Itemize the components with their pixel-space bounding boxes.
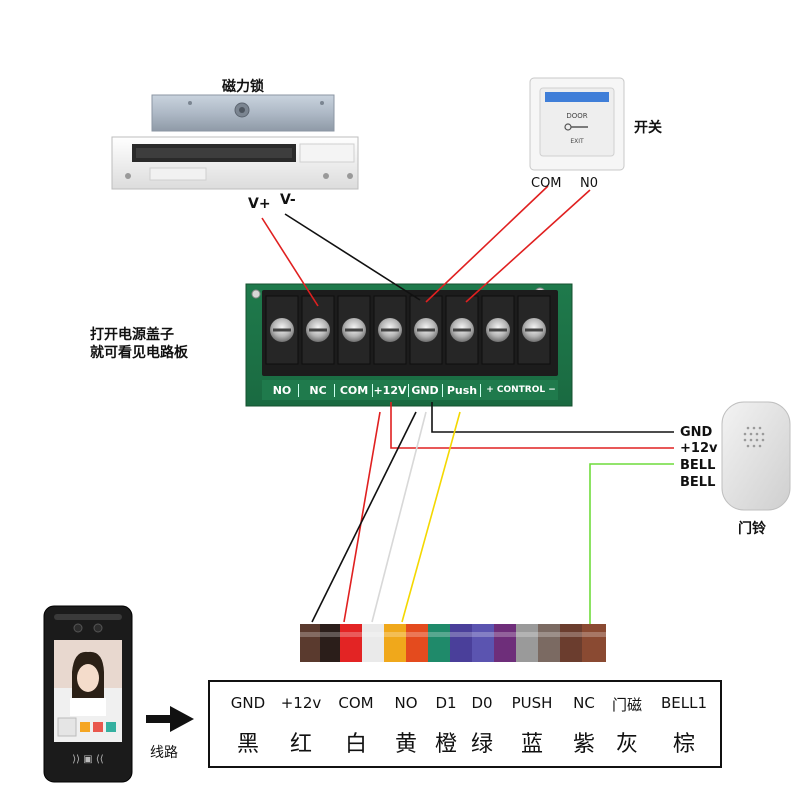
table-color: 黄 [394, 732, 417, 757]
table-header: D0 [471, 694, 493, 712]
table-header: NO [394, 694, 418, 712]
terminal-label-strip: NO NC COM +12V GND Push + CONTROL − [262, 382, 558, 400]
table-color: 白 [344, 732, 367, 757]
table-color: 黑 [236, 732, 259, 757]
switch-com-label: COM [531, 176, 562, 191]
terminal-push: Push [444, 384, 481, 397]
magnetic-lock-image [111, 94, 359, 190]
exit-switch-image: DOOR EXIT [529, 77, 625, 171]
table-color: 蓝 [520, 732, 543, 757]
face-terminal-image: ⟩⟩ ▣ ⟨⟨ [43, 605, 133, 783]
table-header: NC [573, 694, 595, 712]
doorbell-image [721, 401, 791, 511]
bell-pin-12v: +12v [680, 441, 718, 456]
terminal-no: NO [266, 384, 299, 397]
lock-label: 磁力锁 [222, 79, 264, 95]
table-header: BELL1 [660, 694, 708, 712]
table-color: 红 [289, 732, 312, 757]
circuit-board-image [245, 283, 573, 407]
bell-pin-gnd: GND [680, 425, 713, 440]
table-header: +12v [280, 694, 322, 712]
cover-note-line2: 就可看见电路板 [90, 345, 188, 361]
table-color: 紫 [572, 732, 595, 757]
exit-exit-text: EXIT [570, 138, 584, 145]
switch-label: 开关 [634, 120, 662, 136]
terminal-com: COM [336, 384, 373, 397]
table-header: 门磁 [611, 696, 642, 714]
terminal-12v: +12V [372, 384, 409, 397]
table-color: 绿 [470, 732, 493, 757]
ribbon-cable [300, 624, 606, 662]
table-color: 棕 [672, 732, 695, 757]
cover-note: 打开电源盖子 就可看见电路板 [90, 326, 188, 362]
bell-pin-bell1: BELL [680, 458, 716, 473]
switch-n0-label: N0 [580, 176, 598, 191]
v-plus-label: V+ [248, 196, 271, 212]
v-minus-label: V- [280, 192, 296, 208]
terminal-gnd: GND [408, 384, 443, 397]
table-header: GND [230, 694, 266, 712]
table-color: 灰 [615, 732, 638, 757]
table-color: 橙 [434, 732, 457, 757]
table-header: PUSH [511, 694, 553, 712]
wiring-arrow [146, 706, 194, 732]
doorbell-label: 门铃 [738, 521, 766, 537]
wiring-label: 线路 [150, 745, 178, 761]
terminal-control: + CONTROL − [486, 385, 556, 395]
pin-color-table: GND +12v COM NO D1 D0 PUSH NC 门磁 BELL1 黑… [208, 680, 722, 768]
svg-text:⟩⟩ ▣ ⟨⟨: ⟩⟩ ▣ ⟨⟨ [72, 754, 104, 765]
exit-door-text: DOOR [566, 112, 587, 120]
wires [261, 185, 674, 624]
bell-pin-bell2: BELL [680, 475, 716, 490]
table-header: COM [338, 694, 374, 712]
cover-note-line1: 打开电源盖子 [90, 327, 174, 343]
table-header: D1 [435, 694, 457, 712]
terminal-nc: NC [302, 384, 335, 397]
